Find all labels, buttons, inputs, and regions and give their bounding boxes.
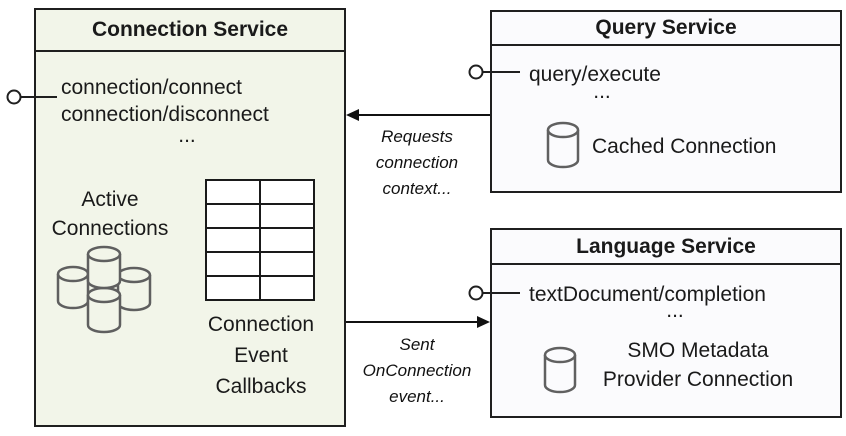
sent-line3: event... (389, 387, 445, 406)
table-cell (261, 181, 313, 203)
table-cell (207, 253, 259, 275)
connection-service-box: Connection Service connection/connect co… (34, 8, 346, 427)
active-connections-line1: Active (81, 188, 139, 211)
connection-service-title: Connection Service (36, 10, 344, 52)
table-cell (261, 277, 313, 299)
sent-onconnection-event-label: Sent OnConnection event... (347, 332, 487, 410)
callbacks-line1: Connection (207, 313, 315, 336)
cached-connection-label: Cached Connection (592, 135, 777, 158)
query-service-box: Query Service query/execute ... Cached C… (490, 10, 842, 193)
method-textdocument-completion: textDocument/completion (529, 283, 766, 306)
requests-connection-context-label: Requests connection context... (352, 124, 482, 202)
requests-line2: connection (375, 153, 459, 172)
active-connections-label: Active Connections (40, 185, 180, 243)
table-cell (261, 253, 313, 275)
table-cell (207, 229, 259, 251)
table-cell (261, 205, 313, 227)
callbacks-line3: Callbacks (215, 375, 307, 398)
sent-line2: OnConnection (362, 361, 472, 380)
smo-metadata-label: SMO Metadata Provider Connection (578, 336, 818, 394)
active-connections-line2: Connections (51, 217, 169, 240)
table-cell (207, 277, 259, 299)
requests-line1: Requests (381, 127, 453, 146)
sent-line1: Sent (399, 335, 435, 354)
method-connection-disconnect: connection/disconnect (61, 103, 269, 126)
method-connection-connect: connection/connect (61, 76, 242, 99)
connection-methods-ellipsis: ... (178, 124, 196, 147)
language-methods-ellipsis: ... (666, 299, 684, 322)
query-methods-ellipsis: ... (593, 80, 611, 103)
table-cell (207, 181, 259, 203)
language-service-title: Language Service (492, 230, 840, 265)
connection-event-callbacks-label: Connection Event Callbacks (181, 309, 341, 402)
callbacks-table (205, 179, 315, 301)
table-cell (261, 229, 313, 251)
requests-line3: context... (382, 179, 452, 198)
sent-arrow (346, 316, 490, 328)
query-service-title: Query Service (492, 12, 840, 46)
language-service-box: Language Service textDocument/completion… (490, 228, 842, 418)
smo-line2: Provider Connection (602, 368, 794, 391)
callbacks-line2: Event (234, 344, 288, 367)
method-query-execute: query/execute (529, 63, 661, 86)
smo-line1: SMO Metadata (627, 339, 769, 362)
table-cell (207, 205, 259, 227)
requests-arrow (346, 109, 490, 121)
